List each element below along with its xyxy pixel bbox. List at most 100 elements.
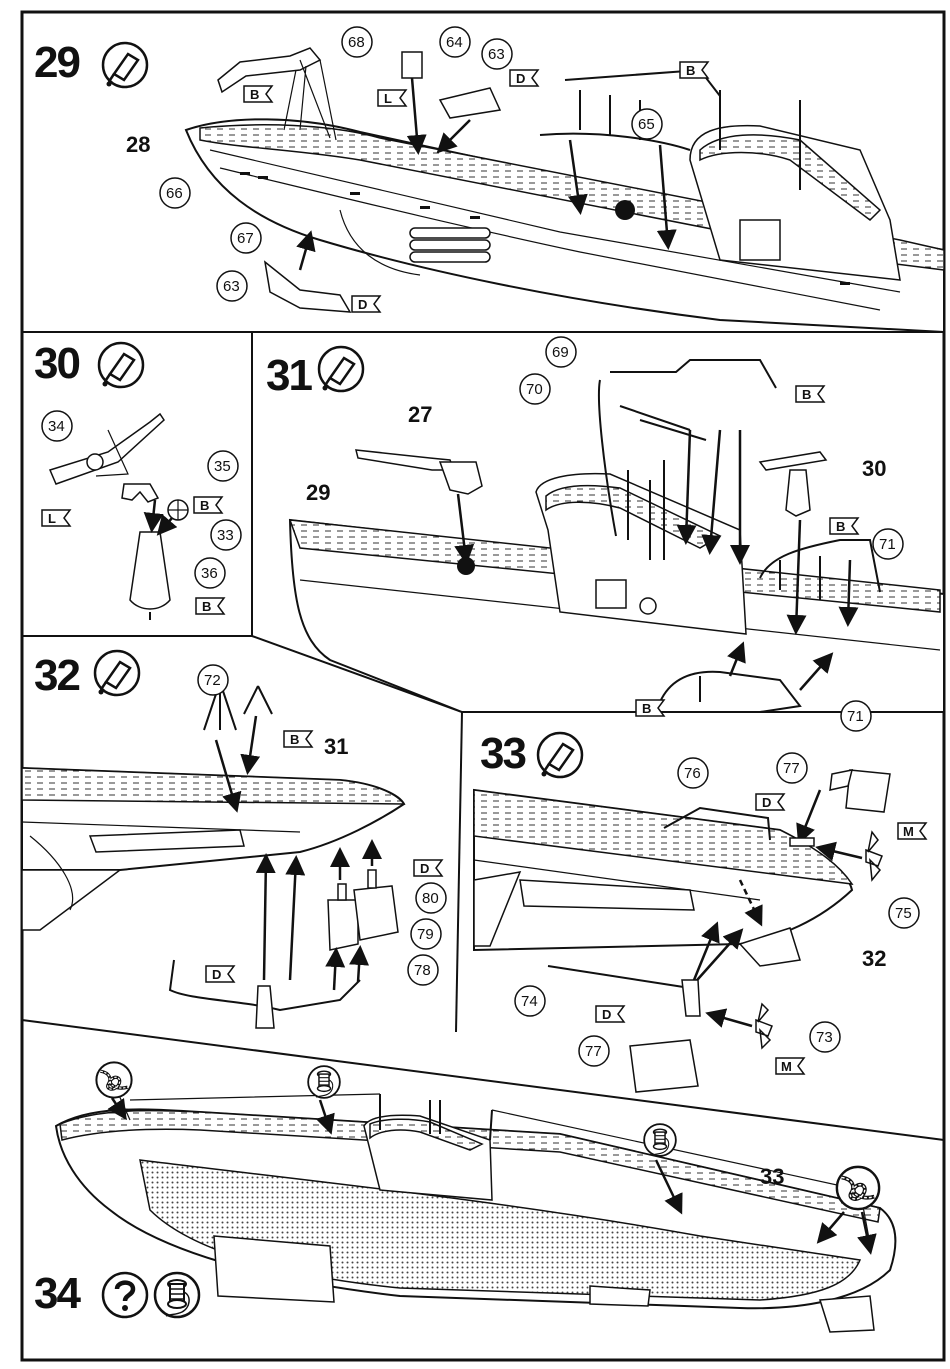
part-callout-34: 34 — [42, 411, 72, 441]
svg-text:77: 77 — [585, 1043, 602, 1060]
glue-tube-icon — [99, 343, 143, 387]
step-30-number: 30 — [34, 339, 79, 388]
svg-text:74: 74 — [521, 993, 538, 1010]
thread-spool-icon — [644, 1124, 676, 1156]
thread-spool-icon — [155, 1273, 199, 1317]
svg-text:67: 67 — [237, 230, 254, 247]
svg-text:72: 72 — [204, 672, 221, 689]
part-callout-69: 69 — [546, 337, 576, 367]
glue-tube-icon — [538, 733, 582, 777]
svg-text:34: 34 — [48, 418, 65, 435]
assembly-label-28: 28 — [126, 132, 150, 157]
part-callout-75: 75 — [889, 898, 919, 928]
svg-text:B: B — [250, 87, 259, 102]
svg-text:68: 68 — [348, 34, 365, 51]
svg-text:B: B — [202, 599, 211, 614]
svg-text:80: 80 — [422, 890, 439, 907]
svg-text:78: 78 — [414, 962, 431, 979]
svg-text:33: 33 — [217, 527, 234, 544]
svg-text:L: L — [48, 511, 56, 526]
svg-text:73: 73 — [816, 1029, 833, 1046]
color-flag-M: M — [776, 1058, 804, 1074]
svg-text:79: 79 — [417, 926, 434, 943]
part-callout-33: 33 — [211, 520, 241, 550]
svg-text:35: 35 — [214, 458, 231, 475]
step-33-number: 33 — [480, 729, 525, 778]
svg-text:63: 63 — [488, 46, 505, 63]
svg-text:69: 69 — [552, 344, 569, 361]
step-33: 33 32 76 77 75 74 73 7 — [474, 729, 926, 1092]
part-callout-80: 80 — [416, 883, 446, 913]
part-callout-63: 63 — [482, 39, 512, 69]
color-flag-B: B — [194, 497, 222, 513]
knot-icon — [837, 1167, 879, 1209]
color-flag-D: D — [756, 794, 784, 810]
glue-tube-icon — [95, 651, 139, 695]
part-callout-73: 73 — [810, 1022, 840, 1052]
question-icon — [103, 1273, 147, 1317]
assembly-label-29: 29 — [306, 480, 330, 505]
svg-text:70: 70 — [526, 381, 543, 398]
svg-text:B: B — [836, 519, 845, 534]
part-callout-71: 71 — [873, 529, 903, 559]
part-callout-77: 77 — [777, 753, 807, 783]
assembly-label-27: 27 — [408, 402, 432, 427]
assembly-label-32: 32 — [862, 946, 886, 971]
part-callout-64: 64 — [440, 27, 470, 57]
color-flag-B: B — [680, 62, 708, 78]
svg-text:B: B — [200, 498, 209, 513]
svg-text:D: D — [516, 71, 525, 86]
part-callout-79: 79 — [411, 919, 441, 949]
svg-text:M: M — [781, 1059, 792, 1074]
step-29-number: 29 — [34, 38, 79, 87]
svg-text:75: 75 — [895, 905, 912, 922]
step-32-number: 32 — [34, 651, 79, 700]
color-flag-D: D — [596, 1006, 624, 1022]
assembly-label-31: 31 — [324, 734, 348, 759]
svg-text:36: 36 — [201, 565, 218, 582]
step-30: 30 34 35 33 36 L B B — [34, 339, 241, 620]
svg-text:D: D — [762, 795, 771, 810]
color-flag-L: L — [42, 510, 70, 526]
part-callout-74: 74 — [515, 986, 545, 1016]
color-flag-D: D — [510, 70, 538, 86]
svg-text:D: D — [420, 861, 429, 876]
glue-tube-icon — [319, 347, 363, 391]
part-callout-66: 66 — [160, 178, 190, 208]
color-flag-B: B — [284, 731, 312, 747]
step-29: 29 — [34, 27, 944, 332]
part-callout-67: 67 — [231, 223, 261, 253]
step-31-number: 31 — [266, 351, 312, 400]
svg-text:63: 63 — [223, 278, 240, 295]
color-flag-D: D — [206, 966, 234, 982]
step-32: 32 31 72 80 79 78 B D D — [22, 651, 446, 1028]
glue-tube-icon — [103, 43, 147, 87]
part-callout-68: 68 — [342, 27, 372, 57]
thread-spool-icon — [308, 1066, 340, 1098]
step-34-number: 34 — [34, 1269, 81, 1318]
part-callout-35: 35 — [208, 451, 238, 481]
part-callout-36: 36 — [195, 558, 225, 588]
svg-text:76: 76 — [684, 765, 701, 782]
svg-text:66: 66 — [166, 185, 183, 202]
svg-text:77: 77 — [783, 760, 800, 777]
color-flag-L: L — [378, 90, 406, 106]
part-callout-65: 65 — [632, 109, 662, 139]
svg-text:D: D — [602, 1007, 611, 1022]
svg-text:D: D — [358, 297, 367, 312]
knot-icon — [96, 1062, 131, 1097]
svg-text:65: 65 — [638, 116, 655, 133]
part-callout-78: 78 — [408, 955, 438, 985]
part-callout-76: 76 — [678, 758, 708, 788]
svg-text:71: 71 — [847, 708, 864, 725]
part-callout-77-lower: 77 — [579, 1036, 609, 1066]
color-flag-B: B — [830, 518, 858, 534]
color-flag-D: D — [352, 296, 380, 312]
part-callout-72: 72 — [198, 665, 228, 695]
step-34: 34 33 — [34, 1062, 895, 1332]
color-flag-B: B — [796, 386, 824, 402]
svg-text:B: B — [802, 387, 811, 402]
part-callout-70: 70 — [520, 374, 550, 404]
color-flag-B: B — [196, 598, 224, 614]
